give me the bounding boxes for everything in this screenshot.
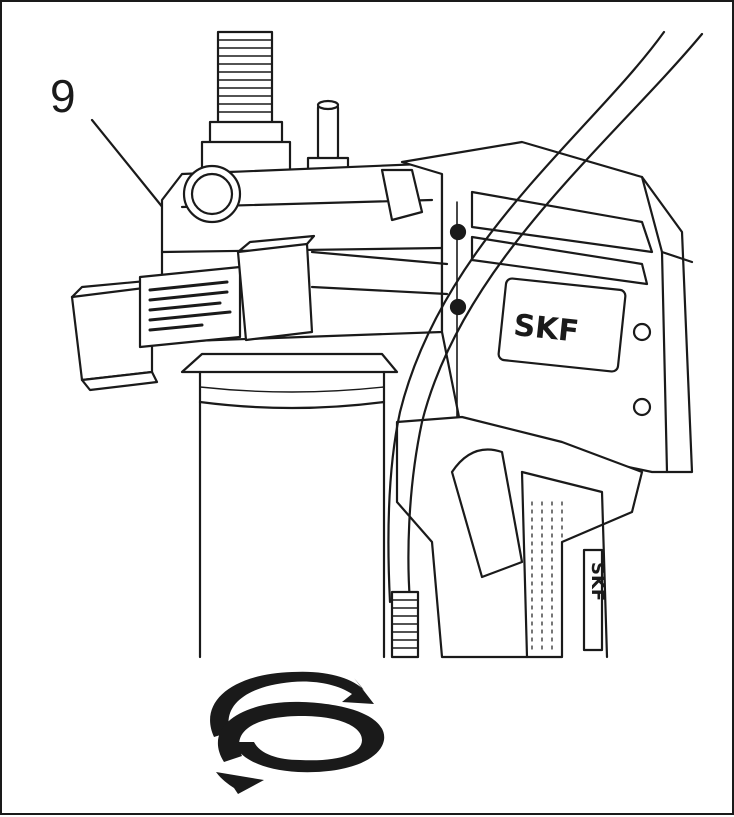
rotate-counterclockwise-icon bbox=[210, 671, 385, 794]
status-light-upper bbox=[632, 322, 652, 342]
housing-brand-logo: SKF bbox=[512, 308, 581, 350]
reservoir-cylinder bbox=[180, 352, 399, 659]
side-brand-logo: SKF bbox=[587, 562, 608, 601]
pump-element-lower: SKF bbox=[395, 415, 644, 659]
callout-leader-line bbox=[90, 118, 170, 216]
clamp-lever-left bbox=[70, 278, 159, 392]
vent-pin bbox=[306, 99, 350, 174]
top-threaded-fitting bbox=[200, 30, 292, 174]
type-label bbox=[138, 265, 242, 349]
clamp-lever-right bbox=[236, 234, 449, 342]
feed-hose bbox=[387, 30, 704, 659]
brand-plate bbox=[497, 277, 627, 373]
status-light-lower bbox=[632, 397, 652, 417]
callout-label-9: 9 bbox=[50, 70, 76, 122]
